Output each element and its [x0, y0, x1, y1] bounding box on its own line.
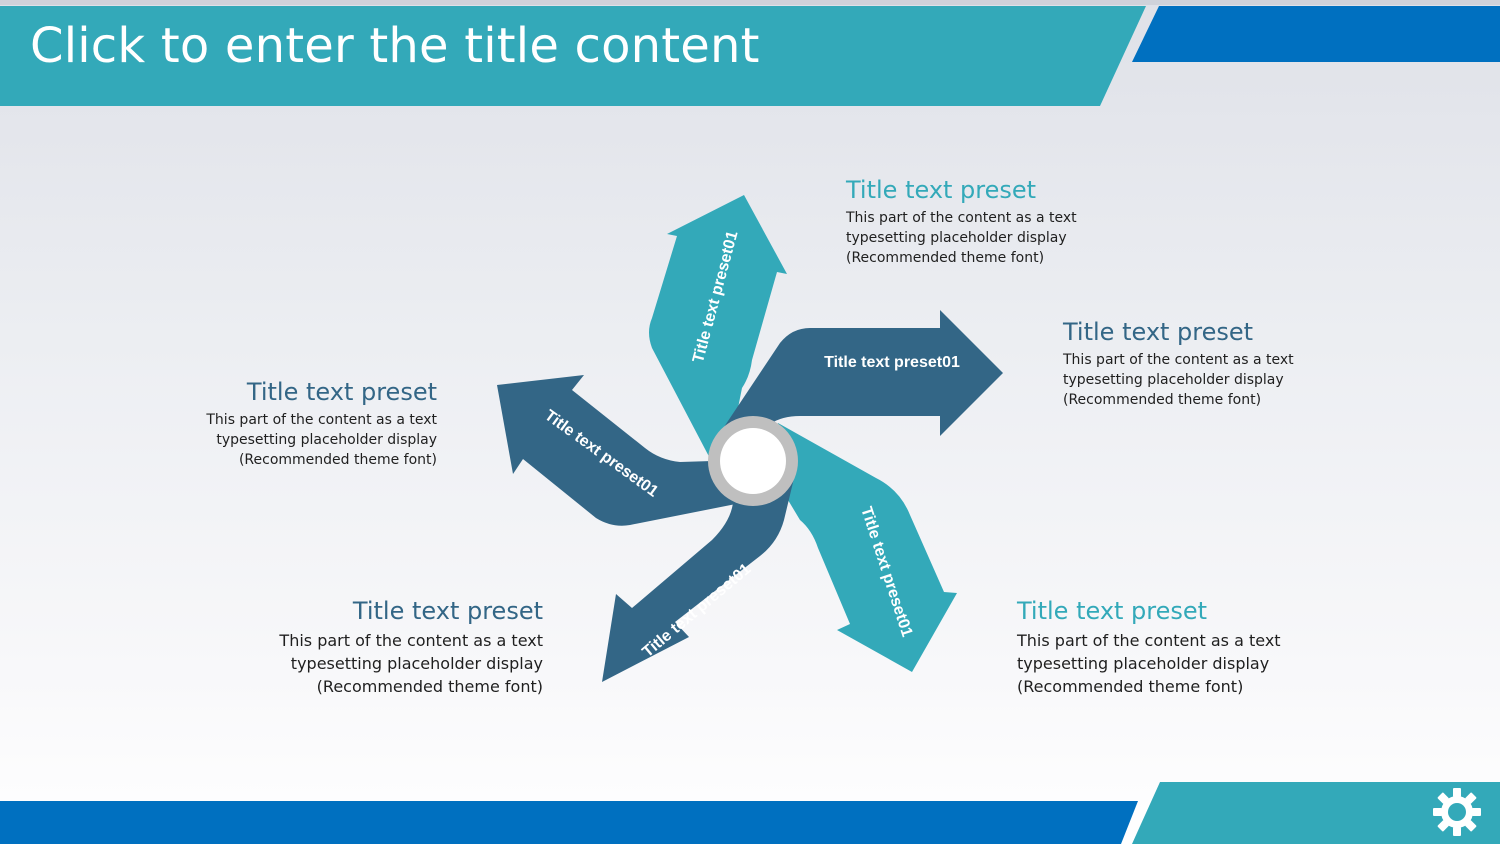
callout-body: This part of the content as a text types… [243, 629, 543, 698]
callout-line: This part of the content as a text [1017, 631, 1281, 650]
arrow-shape [770, 423, 957, 672]
arrow-down-right[interactable]: Title text preset01 [770, 423, 957, 672]
slide-title[interactable]: Click to enter the title content [30, 18, 760, 74]
arrow-right[interactable]: Title text preset01 [722, 310, 1003, 450]
callout-line: typesetting placeholder display [1017, 654, 1270, 673]
hub-center [720, 428, 786, 494]
callout-line: This part of the content as a text [1063, 352, 1294, 368]
callout-line: typesetting placeholder display [290, 654, 543, 673]
callout-line: typesetting placeholder display [1063, 372, 1284, 388]
callout-heading: Title text preset [246, 378, 437, 406]
callout-line: typesetting placeholder display [846, 230, 1067, 246]
callout-bottom-left: Title text preset This part of the conte… [243, 596, 543, 698]
callout-heading: Title text preset [1017, 597, 1208, 625]
callout-heading: Title text preset [352, 597, 543, 625]
callout-line: (Recommended theme font) [1063, 392, 1262, 408]
callout-bottom-right: Title text preset This part of the conte… [1017, 596, 1317, 698]
top-right-band [1132, 6, 1500, 62]
callout-body: This part of the content as a text types… [846, 208, 1146, 268]
gear-icon[interactable] [1432, 787, 1482, 837]
arrow-shape [722, 310, 1003, 450]
arrow-shape [602, 470, 796, 682]
callout-line: (Recommended theme font) [846, 250, 1045, 266]
callout-line: (Recommended theme font) [1017, 677, 1244, 696]
callout-top: Title text preset This part of the conte… [846, 175, 1146, 268]
top-strip [0, 0, 1500, 5]
arrow-shape [649, 195, 787, 468]
arrow-up-left[interactable]: Title text preset01 [497, 375, 756, 526]
callout-line: This part of the content as a text [846, 210, 1077, 226]
callout-line: (Recommended theme font) [238, 452, 437, 468]
callout-line: typesetting placeholder display [216, 432, 437, 448]
callout-line: This part of the content as a text [206, 412, 437, 428]
callout-line: (Recommended theme font) [316, 677, 543, 696]
bottom-left-band [0, 801, 1138, 844]
callout-body: This part of the content as a text types… [1063, 350, 1363, 410]
title-banner [0, 6, 1146, 106]
callout-right: Title text preset This part of the conte… [1063, 317, 1363, 410]
callout-line: This part of the content as a text [279, 631, 543, 650]
arrow-up[interactable]: Title text preset01 [649, 195, 787, 468]
callout-left: Title text preset This part of the conte… [137, 377, 437, 470]
arrow-shape [497, 375, 756, 526]
callout-heading: Title text preset [1063, 318, 1254, 346]
callout-heading: Title text preset [846, 176, 1037, 204]
callout-body: This part of the content as a text types… [137, 410, 437, 470]
bottom-right-band [1132, 782, 1500, 844]
arrow-label: Title text preset01 [824, 354, 960, 371]
callout-body: This part of the content as a text types… [1017, 629, 1317, 698]
